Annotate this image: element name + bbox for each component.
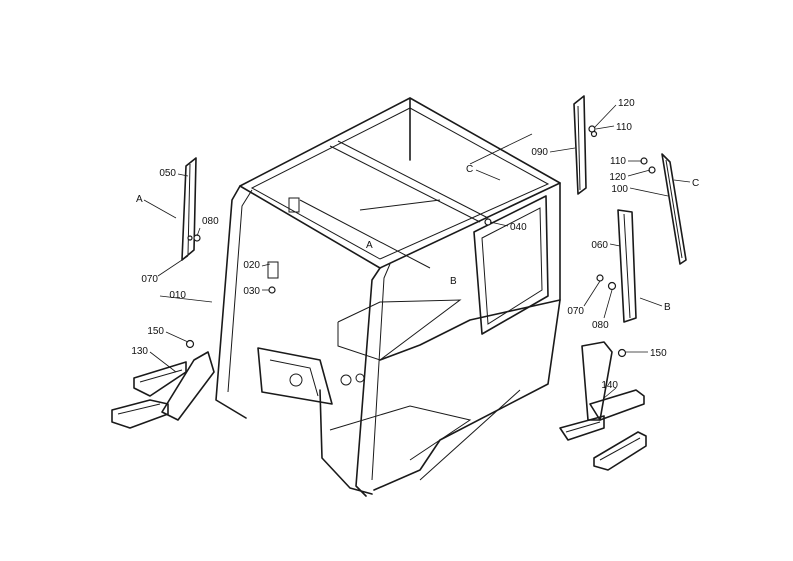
ref-letter-a-frame: A <box>366 240 373 251</box>
label-120-top: 120 <box>618 98 635 109</box>
label-080-right: 080 <box>592 320 609 331</box>
label-010: 010 <box>169 290 186 301</box>
cab-frame-010 <box>215 97 561 497</box>
leader-lines <box>143 104 691 399</box>
label-080-left: 080 <box>202 216 219 227</box>
label-130: 130 <box>131 346 148 357</box>
bolt-150-right <box>617 348 627 358</box>
pillar-cover-100 <box>661 153 687 265</box>
label-020: 020 <box>243 260 260 271</box>
pillar-cover-050 <box>181 157 197 261</box>
label-100: 100 <box>611 184 628 195</box>
bolt-030 <box>268 286 276 294</box>
bolt-150-left <box>185 339 195 349</box>
bolt-070-right <box>596 274 604 282</box>
label-030: 030 <box>243 286 260 297</box>
ref-letter-c-right: C <box>692 178 699 189</box>
label-070-left: 070 <box>141 274 158 285</box>
bolt-020 <box>267 261 279 279</box>
pillar-cover-090 <box>573 95 587 195</box>
step-assembly-130 <box>111 351 215 429</box>
label-110-mid: 110 <box>610 156 626 167</box>
step-assembly-140 <box>559 341 647 471</box>
label-050: 050 <box>159 168 176 179</box>
ref-letter-b-frame: B <box>450 276 457 287</box>
label-090: 090 <box>531 147 548 158</box>
label-060: 060 <box>591 240 608 251</box>
label-110-top: 110 <box>616 122 632 133</box>
label-150-right: 150 <box>650 348 667 359</box>
label-140: 140 <box>601 380 618 391</box>
ref-letter-c-frame: C <box>466 164 473 175</box>
side-cover-060 <box>617 209 637 323</box>
label-150-left: 150 <box>147 326 164 337</box>
washer-080-right <box>607 281 617 291</box>
ref-letter-a-left: A <box>136 194 143 205</box>
washer-120-top <box>590 130 598 138</box>
label-070-right: 070 <box>567 306 584 317</box>
bolt-080-left <box>187 234 201 242</box>
label-040: 040 <box>510 222 527 233</box>
ref-letter-b-right: B <box>664 302 671 313</box>
label-120-mid: 120 <box>609 172 626 183</box>
